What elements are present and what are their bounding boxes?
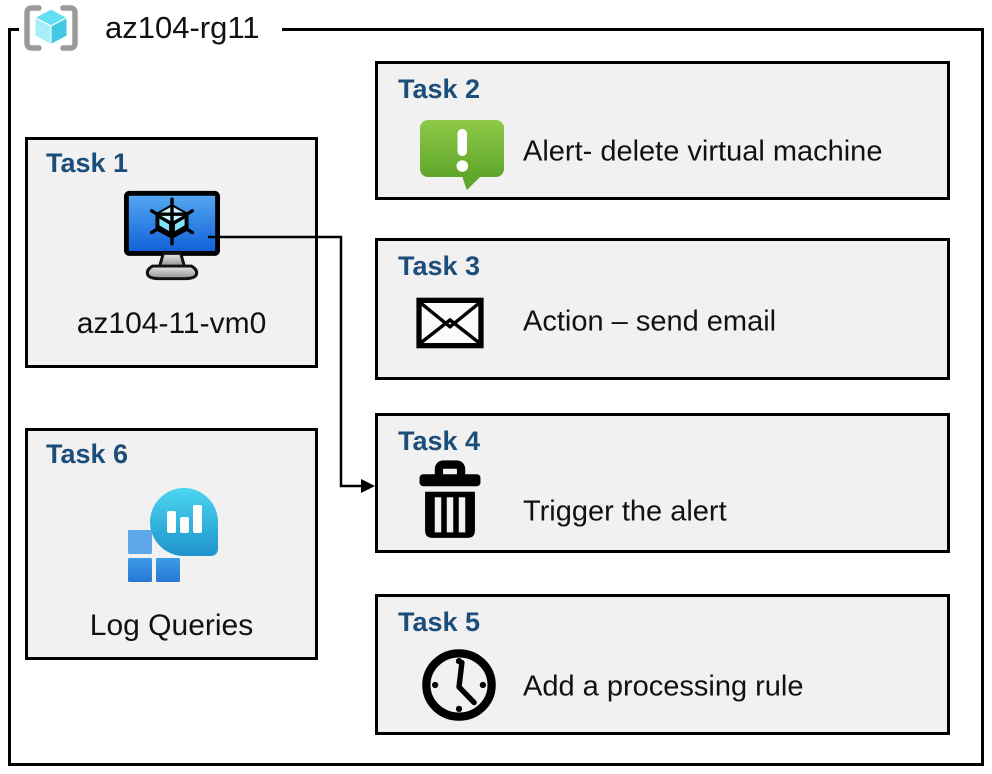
task-5-title: Task 5 xyxy=(398,607,481,637)
resource-group-icon xyxy=(24,5,78,51)
task-3-box: Task 3 Action – send email xyxy=(375,238,950,380)
vm-name-label: az104-11-vm0 xyxy=(76,307,267,340)
task-4-label: Trigger the alert xyxy=(523,495,727,528)
task-4-title: Task 4 xyxy=(398,426,481,456)
resource-group-label: az104-rg11 xyxy=(105,10,260,45)
task-1-title: Task 1 xyxy=(46,148,129,178)
task-4-box: Task 4 Trigger the alert xyxy=(375,413,950,553)
task-2-box: Task 2 Alert- delete virtual machine xyxy=(375,61,950,200)
task-6-box: Task 6 Log Queries xyxy=(25,428,318,660)
log-analytics-icon xyxy=(127,488,218,582)
task-3-title: Task 3 xyxy=(398,251,481,281)
task-2-title: Task 2 xyxy=(398,74,481,104)
task-3-label: Action – send email xyxy=(523,305,777,338)
task-2-label: Alert- delete virtual machine xyxy=(523,135,883,168)
clock-icon xyxy=(422,649,496,721)
alert-icon xyxy=(420,120,504,190)
task-5-box: Task 5 Add a processing rule xyxy=(375,594,950,735)
resource-group-legend: az104-rg11 xyxy=(19,0,282,57)
task-5-label: Add a processing rule xyxy=(523,670,804,703)
task-6-title: Task 6 xyxy=(46,439,129,469)
log-queries-label: Log Queries xyxy=(89,609,254,642)
trash-icon xyxy=(419,460,481,538)
email-icon xyxy=(416,297,484,349)
virtual-machine-icon xyxy=(123,190,220,281)
task-1-box: Task 1 xyxy=(25,137,318,368)
